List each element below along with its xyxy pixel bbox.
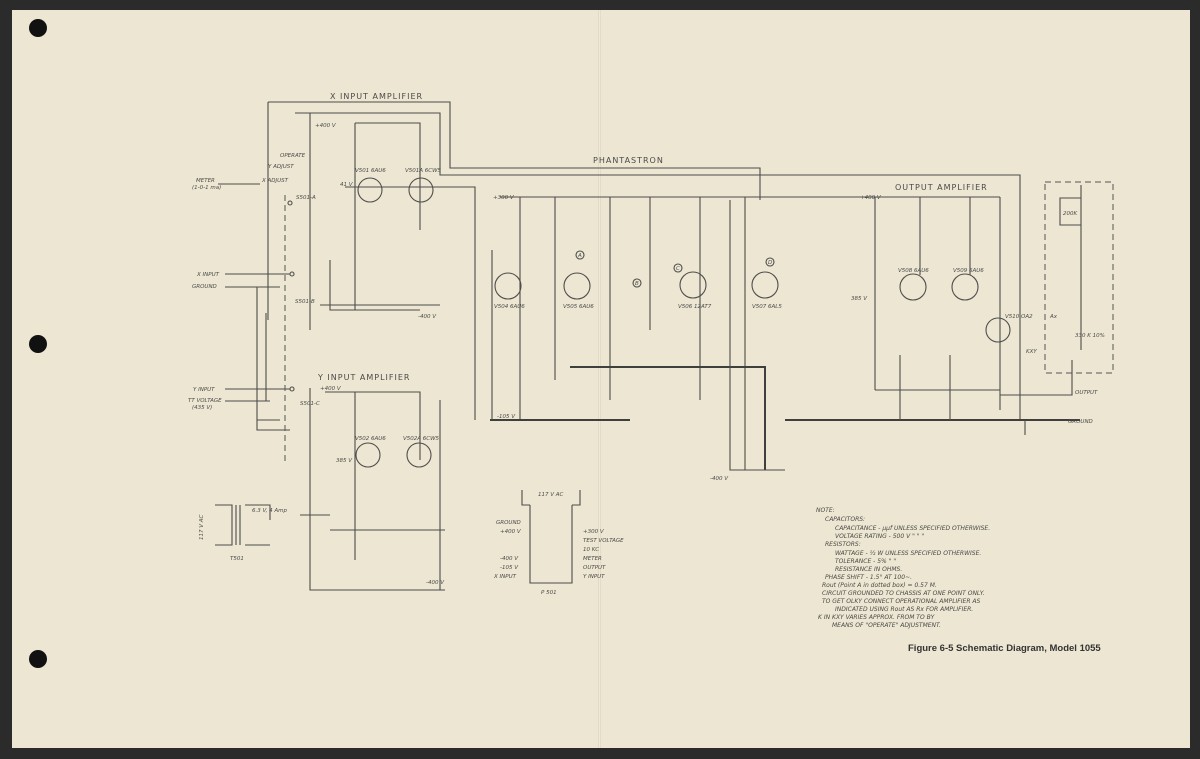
page-fold xyxy=(598,10,601,748)
note-line: CAPACITORS: xyxy=(825,516,865,523)
supply-label: 385 V xyxy=(851,296,868,302)
pin-label: -105 V xyxy=(500,565,519,571)
transformer-primary: 117 V AC xyxy=(199,514,205,540)
note-line: CAPACITANCE - µµf UNLESS SPECIFIED OTHER… xyxy=(835,525,990,532)
pin-label: Y INPUT xyxy=(583,574,605,580)
note-line: TO GET OLKY CONNECT OPERATIONAL AMPLIFIE… xyxy=(822,598,980,605)
connector-p501: 117 V AC P 501 GROUND +400 V -400 V -105… xyxy=(493,490,624,596)
tube-label: V510 OA2 xyxy=(1005,314,1033,320)
tube-label: V508 6AU6 xyxy=(898,268,929,274)
node-label: C xyxy=(676,266,680,272)
phantastron-wiring: A B C D +300 V -105 V -400 V V504 6AU6 V… xyxy=(490,195,860,482)
note-line: MEANS OF "OPERATE" ADJUSTMENT. xyxy=(832,622,941,629)
tube-label: V501A 6CW5 xyxy=(405,168,442,174)
figure-caption: Figure 6-5 Schematic Diagram, Model 1055 xyxy=(908,643,1101,654)
transformer-label: T501 xyxy=(230,556,244,562)
pin-label: METER xyxy=(583,556,602,562)
supply-label: 385 V xyxy=(336,458,353,464)
note-line: TOLERANCE - 5% " " xyxy=(835,558,896,565)
pin-label: +400 V xyxy=(500,529,522,535)
pin-label: 10 KC xyxy=(583,547,599,553)
transformer-t501: 117 V AC 6.3 V, 4 Amp T501 xyxy=(199,504,287,562)
tube-label: V506 12AT7 xyxy=(678,304,712,310)
note-line: VOLTAGE RATING - 500 V " " " xyxy=(835,533,924,540)
pin-label: GROUND xyxy=(496,520,521,526)
supply-label: +300 V xyxy=(493,195,515,201)
resistor-label: 200K xyxy=(1063,211,1077,217)
note-line: CIRCUIT GROUNDED TO CHASSIS AT ONE POINT… xyxy=(822,590,985,597)
node-label: A xyxy=(577,253,582,259)
y-amp-wiring: +400 V 385 V V502 6AU6 V502A 6CW5 -400 V xyxy=(300,386,445,591)
supply-label: -400 V xyxy=(418,314,437,320)
tube-label: V504 6AU6 xyxy=(494,304,525,310)
test-voltage-sub: (435 V) xyxy=(192,405,212,411)
phantastron-title: PHANTASTRON xyxy=(593,156,664,165)
note-line: RESISTORS: xyxy=(825,541,861,548)
test-voltage-label: TT VOLTAGE xyxy=(188,398,222,404)
supply-label: -105 V xyxy=(497,414,516,420)
switch-label: S501-B xyxy=(295,299,315,305)
node-label: B xyxy=(635,281,639,287)
tube-label: V505 6AU6 xyxy=(563,304,594,310)
supply-label: -400 V xyxy=(710,476,729,482)
kxy-label: KXY xyxy=(1026,349,1037,355)
operational-amplifier-box xyxy=(1044,181,1114,374)
tube-label: V502 6AU6 xyxy=(355,436,386,442)
x-amp-title: X INPUT AMPLIFIER xyxy=(330,92,423,101)
binder-hole xyxy=(29,335,47,353)
output-amp-wiring: +400 V 385 V V508 6AU6 V509 6AU6 V510 OA… xyxy=(785,181,1114,435)
ground-label: GROUND xyxy=(1068,419,1093,425)
note-title: NOTE: xyxy=(816,507,835,514)
connector-name: P 501 xyxy=(541,590,557,596)
binder-hole xyxy=(29,19,47,37)
switch-label: Y ADJUST xyxy=(268,164,294,170)
meter-range: (1-0-1 ma) xyxy=(192,185,221,191)
supply-label: +400 V xyxy=(320,386,342,392)
point-a-label: Ax xyxy=(1049,314,1058,320)
output-label: OUTPUT xyxy=(1075,390,1098,396)
switch-label: X ADJUST xyxy=(261,178,289,184)
supply-label: +400 V xyxy=(860,195,882,201)
note-line: WATTAGE - ½ W UNLESS SPECIFIED OTHERWISE… xyxy=(835,550,981,557)
input-switching: METER (1-0-1 ma) X INPUT GROUND Y INPUT … xyxy=(188,153,320,465)
pin-label: TEST VOLTAGE xyxy=(583,538,624,544)
y-input-label: Y INPUT xyxy=(193,387,215,393)
pin-label: X INPUT xyxy=(493,574,517,580)
output-amp-title: OUTPUT AMPLIFIER xyxy=(895,183,988,192)
transformer-secondary: 6.3 V, 4 Amp xyxy=(252,508,287,514)
note-line: K IN KXY VARIES APPROX. FROM TO BY xyxy=(818,614,936,621)
switch-label: S501-A xyxy=(296,195,316,201)
binder-hole xyxy=(29,650,47,668)
switch-label: OPERATE xyxy=(280,153,306,159)
tube-label: V502A 6CW5 xyxy=(403,436,440,442)
connector-header: 117 V AC xyxy=(538,492,564,498)
supply-label: -400 V xyxy=(426,580,445,586)
pin-label: OUTPUT xyxy=(583,565,606,571)
resistor-label: 330 K 10% xyxy=(1075,333,1105,339)
tube-label: V509 6AU6 xyxy=(953,268,984,274)
note-line: PHASE SHIFT - 1.5° AT 100~. xyxy=(825,574,912,581)
note-line: Rout (Point A in dotted box) = 0.57 M. xyxy=(822,582,937,589)
supply-label: 41 V xyxy=(340,182,354,188)
pin-label: +300 V xyxy=(583,529,605,535)
document-page xyxy=(12,10,1190,748)
x-amp-wiring: +400 V 41 V V501 6AU6 V501A 6CW5 -400 V xyxy=(267,101,1021,420)
pin-label: -400 V xyxy=(500,556,519,562)
note-line: INDICATED USING Rout AS Rx FOR AMPLIFIER… xyxy=(835,606,973,613)
meter-label: METER xyxy=(196,178,215,184)
supply-label: +400 V xyxy=(315,123,337,129)
note-line: RESISTANCE IN OHMS. xyxy=(835,566,902,573)
ground-label: GROUND xyxy=(192,284,217,290)
y-amp-title: Y INPUT AMPLIFIER xyxy=(317,373,410,382)
node-label: D xyxy=(768,260,772,266)
schematic-notes: NOTE: CAPACITORS: CAPACITANCE - µµf UNLE… xyxy=(816,507,990,629)
tube-label: V507 6AL5 xyxy=(752,304,782,310)
tube-label: V501 6AU6 xyxy=(355,168,386,174)
x-input-label: X INPUT xyxy=(196,272,220,278)
